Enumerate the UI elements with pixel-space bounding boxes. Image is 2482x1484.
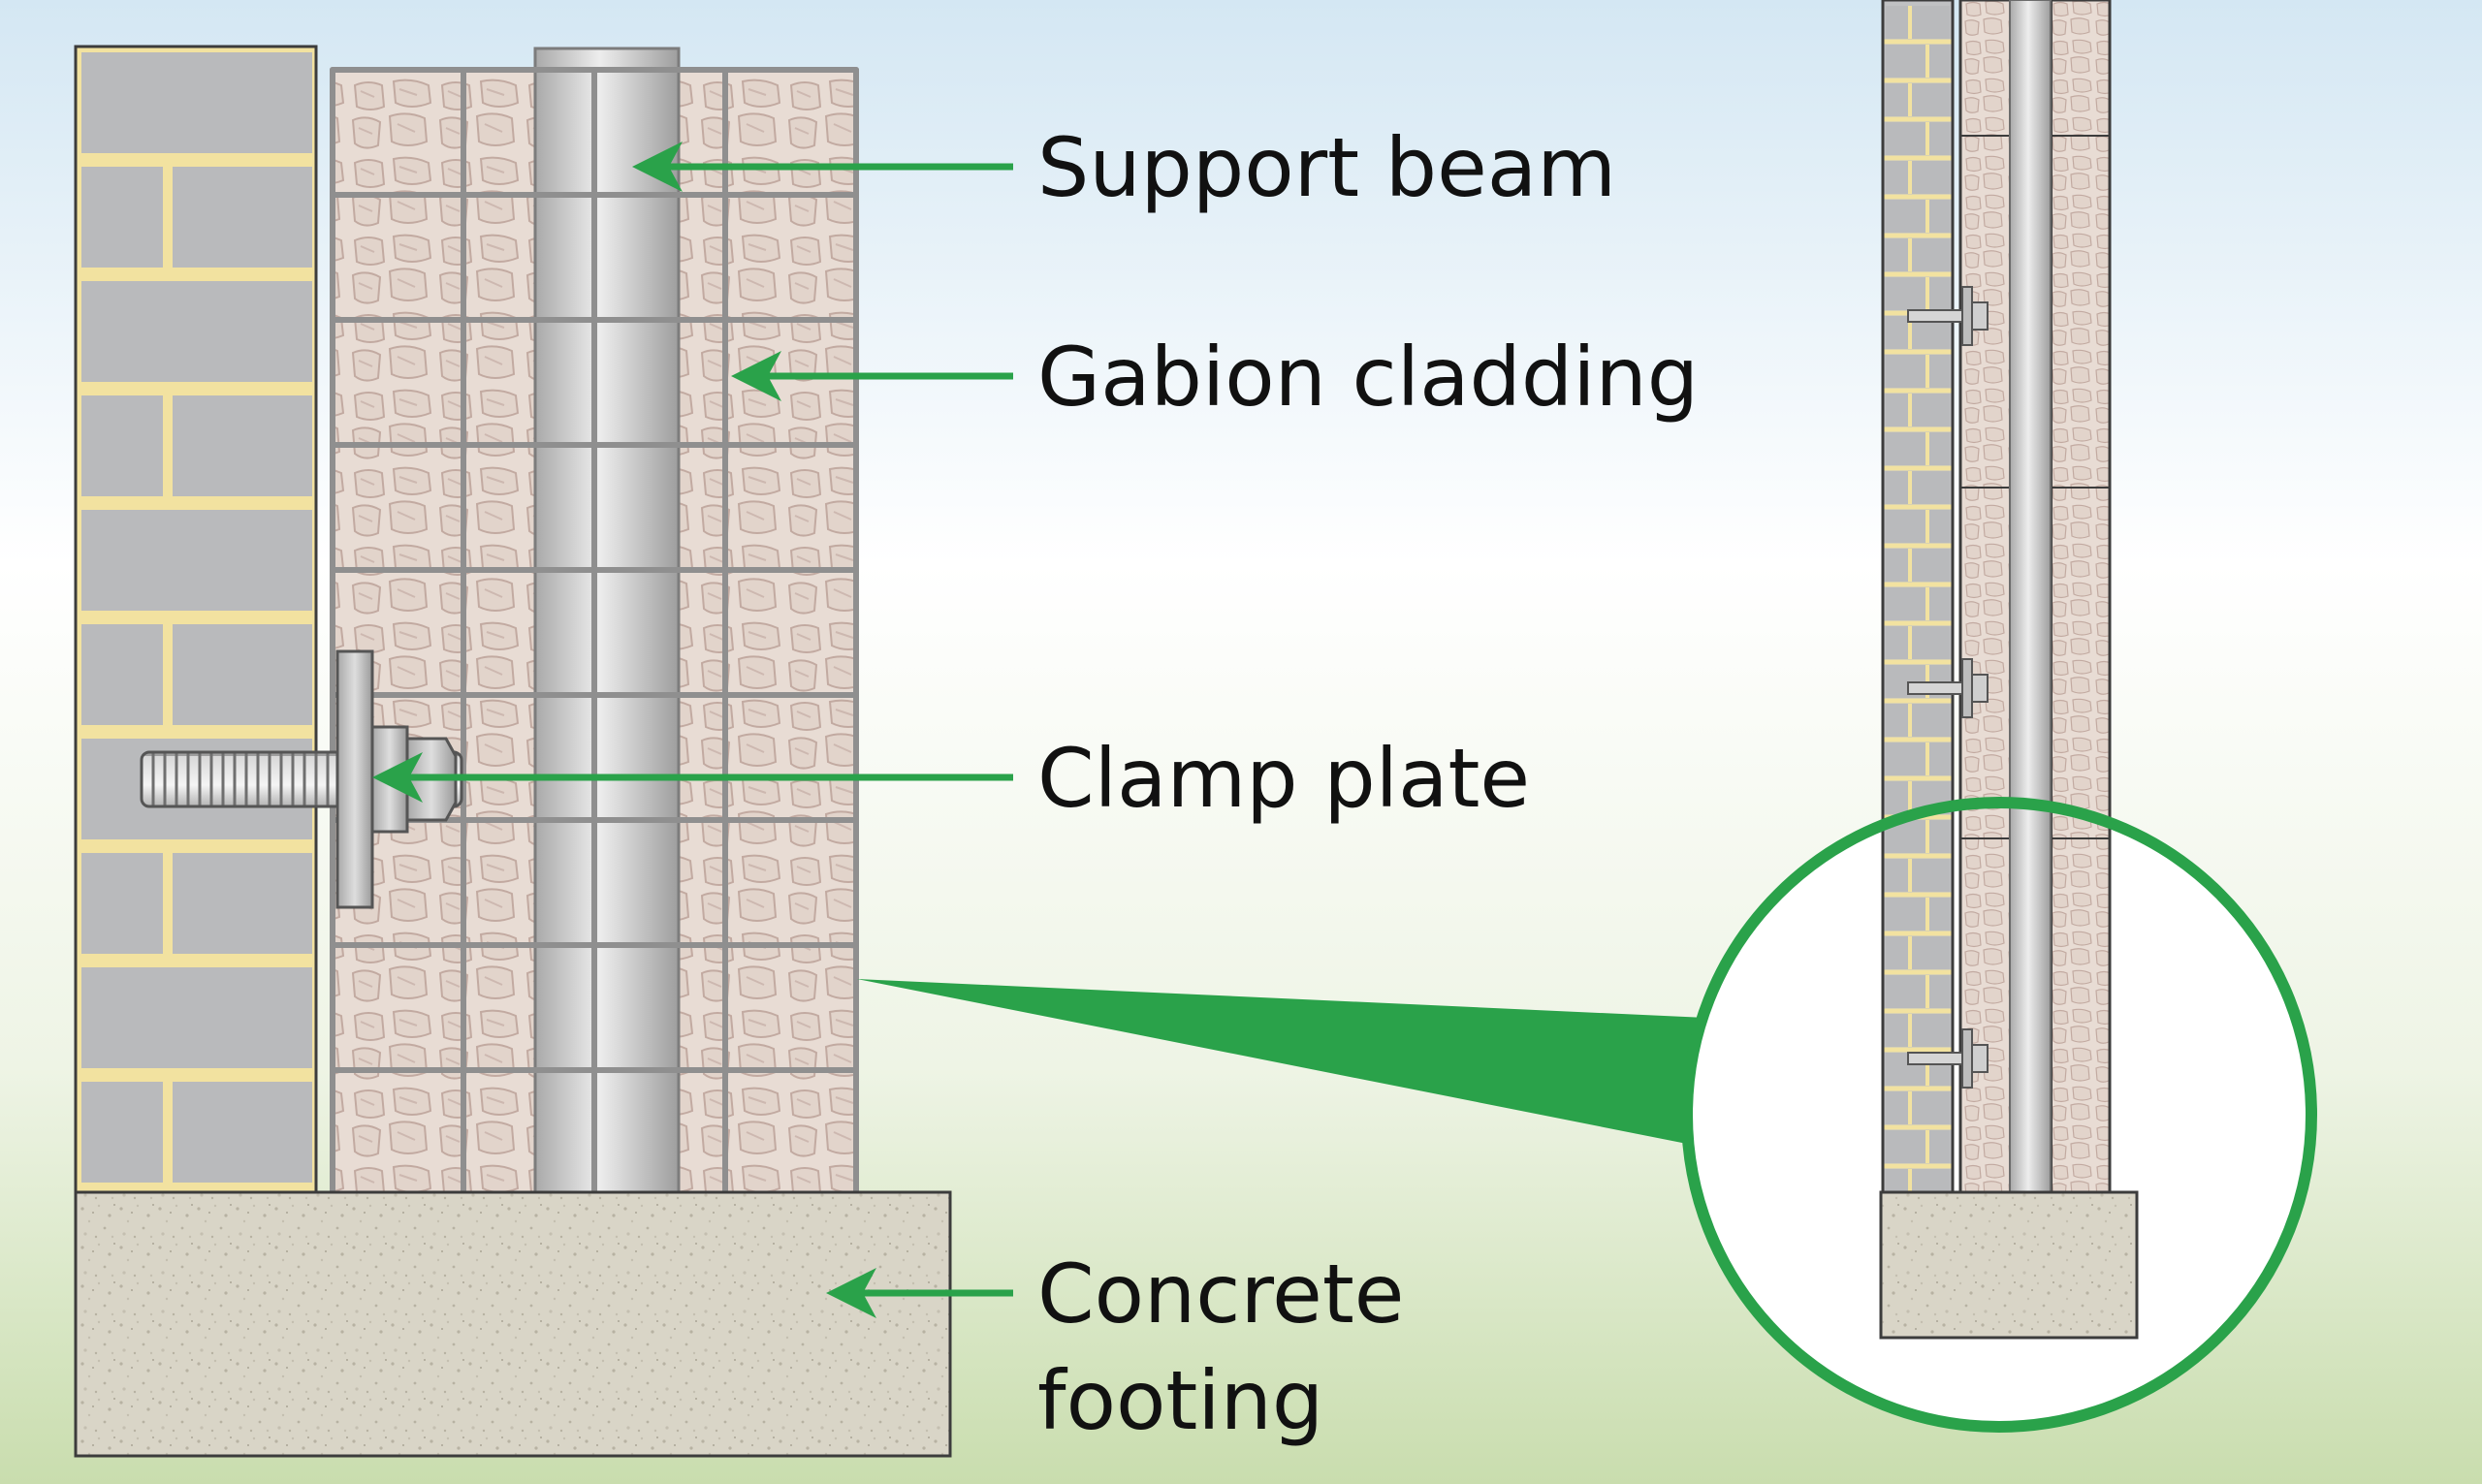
zoom-circle: [1681, 797, 2317, 1433]
label-clamp-plate-group: Clamp plate: [372, 731, 1530, 826]
arrow-head: [826, 1268, 876, 1318]
elevation-view: [1681, 0, 2317, 1433]
callout-wedge: [857, 979, 1706, 1144]
arrow-head: [372, 752, 423, 803]
label-gabion-cladding-group: Gabion cladding: [731, 330, 1699, 425]
label-clamp-plate: Clamp plate: [1037, 731, 1530, 826]
label-concrete-footing-line1: Concrete: [1037, 1247, 1404, 1342]
gabion-cladding: [330, 47, 859, 1195]
label-concrete-footing-group: Concrete footing: [826, 1247, 1404, 1448]
support-beam: [533, 47, 681, 1194]
concrete-footing: [74, 1190, 952, 1458]
label-concrete-footing-line2: footing: [1037, 1353, 1323, 1448]
clamp-plate: [335, 649, 374, 909]
label-gabion-cladding: Gabion cladding: [1037, 330, 1699, 425]
clamp-assembly: [140, 649, 463, 909]
label-support-beam-group: Support beam: [632, 120, 1616, 215]
arrow-head: [632, 142, 683, 192]
label-support-beam: Support beam: [1037, 120, 1616, 215]
main-cross-section: [74, 45, 952, 1458]
arrow-head: [731, 351, 781, 401]
brick-wall: [74, 45, 318, 1194]
